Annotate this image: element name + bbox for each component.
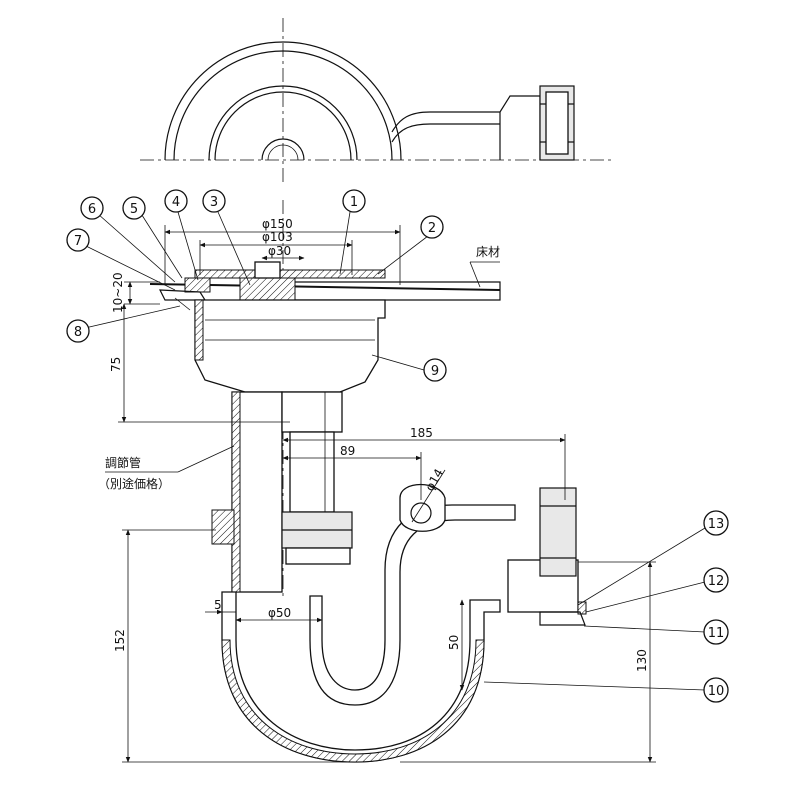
- floor-material: [290, 281, 501, 301]
- dim-width-185: 185: [410, 426, 433, 440]
- svg-text:3: 3: [210, 195, 218, 210]
- callout-2: 2: [420, 215, 444, 239]
- dim-height-152: 152: [113, 629, 127, 652]
- svg-text:5: 5: [130, 202, 138, 217]
- svg-text:4: 4: [172, 195, 180, 210]
- dim-dia-50: φ50: [268, 606, 291, 620]
- dim-dia-103: φ103: [262, 230, 293, 244]
- plan-view: [140, 18, 612, 182]
- svg-text:8: 8: [74, 325, 82, 340]
- svg-text:13: 13: [708, 517, 725, 532]
- callout-4: 4: [164, 189, 188, 213]
- dim-dia-30: φ30: [268, 244, 291, 258]
- label-adjust-pipe: 調節管: [105, 455, 141, 470]
- svg-text:10: 10: [708, 684, 725, 699]
- callout-9: 9: [423, 358, 447, 382]
- dim-dia-14: φ14: [422, 466, 446, 493]
- callout-11: 11: [703, 619, 729, 645]
- dimension-lines: [118, 225, 656, 763]
- svg-text:12: 12: [708, 574, 725, 589]
- part-labels: 床材 調節管 （別途価格）: [98, 245, 500, 491]
- svg-text:6: 6: [88, 202, 96, 217]
- svg-text:1: 1: [350, 195, 358, 210]
- callout-8: 8: [66, 319, 90, 343]
- dim-width-89: 89: [340, 444, 355, 458]
- section-view: [149, 200, 587, 763]
- callout-7: 7: [66, 228, 90, 252]
- dimension-texts: φ150 φ103 φ30 10~20 75 185 89 φ14 5 φ50 …: [109, 217, 649, 672]
- svg-text:11: 11: [708, 626, 725, 641]
- callout-3: 3: [202, 189, 226, 213]
- dim-floor-gap: 10~20: [111, 272, 125, 313]
- dim-height-130: 130: [635, 649, 649, 672]
- label-adjust-pipe-note: （別途価格）: [98, 476, 170, 491]
- callout-5: 5: [122, 196, 146, 220]
- callout-1: 1: [342, 189, 366, 213]
- callout-6: 6: [80, 196, 104, 220]
- callout-13: 13: [703, 510, 729, 536]
- svg-text:2: 2: [428, 221, 436, 236]
- dim-dia-150: φ150: [262, 217, 293, 231]
- dim-height-75: 75: [109, 357, 123, 372]
- callout-12: 12: [703, 567, 729, 593]
- svg-text:9: 9: [431, 364, 439, 379]
- callout-leaders: [84, 211, 706, 691]
- callout-bubbles: 1 2 3 4 5 6 7 8 9 10 11 12 13: [66, 189, 729, 703]
- callout-10: 10: [703, 677, 729, 703]
- dim-offset-5: 5: [214, 598, 222, 612]
- dim-height-50: 50: [447, 635, 461, 650]
- svg-text:7: 7: [74, 234, 82, 249]
- label-floor-material: 床材: [476, 245, 500, 259]
